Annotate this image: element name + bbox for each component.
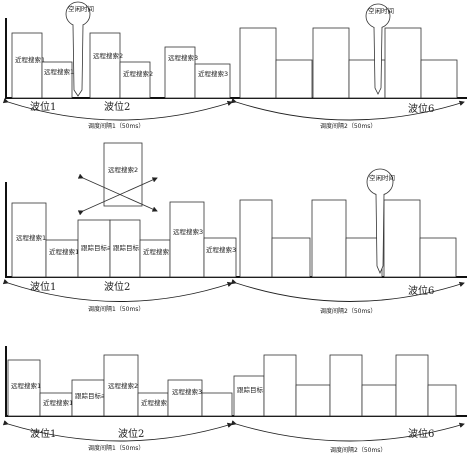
- panel-2: 远程搜索2 远程搜索1 近程搜索1 跟踪目标a 跟踪目标b 近程搜索2 远程搜索…: [2, 142, 467, 315]
- interval-arc-2-p2: [230, 279, 465, 302]
- block-near-search-1-p2: [45, 239, 79, 278]
- label-near-search-1-p3: 近程搜索1: [43, 398, 73, 407]
- block-p1-w6-e: [384, 27, 422, 99]
- label-near-search-3: 近程搜索3: [198, 69, 228, 78]
- block-remote-search-3-p3: [167, 379, 203, 417]
- block-p2-w6-d: [345, 237, 383, 278]
- idle-time-pin-1: 空闲时间: [65, 1, 94, 97]
- wave-position-1-p3: 波位1: [30, 427, 56, 440]
- idle-time-label-p2: 空闲时间: [369, 173, 395, 182]
- idle-time-pin-2: 空闲时间: [365, 3, 394, 95]
- interval-arc-2-p3: [230, 420, 465, 442]
- label-remote-search-1-p2: 远程搜索1: [16, 233, 46, 242]
- block-p1-w6-f: [420, 59, 458, 99]
- interval-label-1-p2: 调度间隔1（50ms）: [88, 305, 144, 313]
- block-remote-search-1: [11, 32, 43, 99]
- panel-3: 远程搜索1 近程搜索1 跟踪目标a 远程搜索2 近程搜索2 远程搜索3 跟踪目标…: [2, 346, 467, 454]
- block-p1-w6-a: [239, 27, 277, 99]
- block-p1-w6-c: [312, 27, 350, 99]
- label-track-b-p2: 跟踪目标b: [113, 243, 143, 252]
- block-remote-search-2: [89, 32, 121, 99]
- label-near-search-1: 远程搜索1: [44, 67, 74, 76]
- interval-label-2-p2: 调度间隔2（50ms）: [320, 307, 376, 315]
- interval-arc-1-p1: [2, 98, 233, 121]
- block-remote-search-3-p2: [169, 201, 205, 278]
- block-remote-search-2-p3: [103, 354, 139, 417]
- idle-time-pin-p2: 空闲时间: [366, 168, 395, 275]
- panel-1: 近程搜索1 远程搜索1 远程搜索2 近程搜索2 远程搜索3 近程搜索3 空闲时间…: [2, 1, 467, 130]
- label-track-a-p3: 跟踪目标a: [75, 391, 105, 400]
- block-track-b-p2: [109, 219, 141, 278]
- label-remote-search-3-p3: 远程搜索3: [172, 387, 202, 396]
- block-near-search-3-p2: [203, 237, 237, 278]
- block-p2-w6-f: [419, 237, 457, 278]
- label-track-a-p2: 跟踪目标a: [81, 243, 111, 252]
- block-p3-w6-d: [361, 384, 397, 417]
- wave-position-6-p2: 波位6: [408, 284, 434, 297]
- interval-label-1-p3: 调度间隔1（50ms）: [88, 444, 144, 452]
- wave-position-2-p1: 波位2: [104, 100, 130, 113]
- label-remote-search-2-moved: 远程搜索2: [108, 165, 138, 174]
- wave-position-2-p3: 波位2: [118, 427, 144, 440]
- block-remote-search-1-p2: [11, 202, 47, 278]
- interval-arc-2-p1: [230, 98, 465, 121]
- wave-position-2-p2: 波位2: [104, 280, 130, 293]
- block-p3-w6-a: [263, 354, 297, 417]
- block-p3-w6-c: [329, 354, 363, 417]
- interval-label-1-p1: 调度间隔1（50ms）: [88, 122, 144, 130]
- label-remote-search-3: 远程搜索3: [168, 53, 198, 62]
- wave-position-1-p1: 波位1: [30, 100, 56, 113]
- block-track-a-p3: [71, 379, 105, 417]
- block-empty-p3: [201, 392, 233, 417]
- label-near-search-2: 近程搜索2: [123, 69, 153, 78]
- label-track-b-p3: 跟踪目标b: [237, 385, 267, 394]
- label-near-search-3-p2: 近程搜索3: [206, 245, 236, 254]
- block-p2-w6-a: [239, 199, 273, 278]
- label-remote-search-2: 远程搜索2: [93, 51, 123, 60]
- block-near-search-1: [41, 61, 73, 99]
- swap-arrow-b: [77, 177, 158, 216]
- label-near-search-1-p2: 近程搜索1: [49, 247, 79, 256]
- block-p3-w6-b: [295, 384, 331, 417]
- block-p2-w6-e: [383, 199, 421, 278]
- wave-position-1-p2: 波位1: [30, 280, 56, 293]
- block-p2-w6-b: [271, 237, 311, 278]
- interval-arc-1-p2: [2, 279, 233, 302]
- label-remote-search-1-p3: 远程搜索1: [11, 381, 41, 390]
- idle-time-label-2: 空闲时间: [368, 6, 394, 15]
- block-near-search-2: [119, 61, 151, 99]
- block-remote-search-3: [164, 46, 196, 99]
- block-remote-search-1-p3: [7, 359, 41, 417]
- block-track-b-p3: [233, 375, 265, 417]
- wave-position-6-p3: 波位6: [408, 427, 434, 440]
- label-near-search-2-p3: 近程搜索2: [141, 398, 171, 407]
- block-near-search-2-p2: [139, 239, 171, 278]
- block-near-search-3: [194, 63, 231, 99]
- block-p2-w6-c: [311, 199, 347, 278]
- block-p1-w6-b: [275, 59, 313, 99]
- interval-label-2-p3: 调度间隔2（50ms）: [330, 446, 386, 454]
- block-p3-w6-f: [427, 384, 457, 417]
- interval-arc-1-p3: [2, 420, 233, 442]
- label-near-search-2-p2: 近程搜索2: [143, 247, 173, 256]
- interval-label-2-p1: 调度间隔2（50ms）: [320, 122, 376, 130]
- label-remote-search-1: 近程搜索1: [15, 55, 45, 64]
- idle-time-label-1: 空闲时间: [68, 4, 94, 13]
- block-p3-w6-e: [395, 354, 429, 417]
- label-remote-search-3-p2: 远程搜索3: [173, 227, 203, 236]
- label-remote-search-2-p3: 远程搜索2: [108, 381, 138, 390]
- block-remote-search-2-moved: [103, 142, 143, 207]
